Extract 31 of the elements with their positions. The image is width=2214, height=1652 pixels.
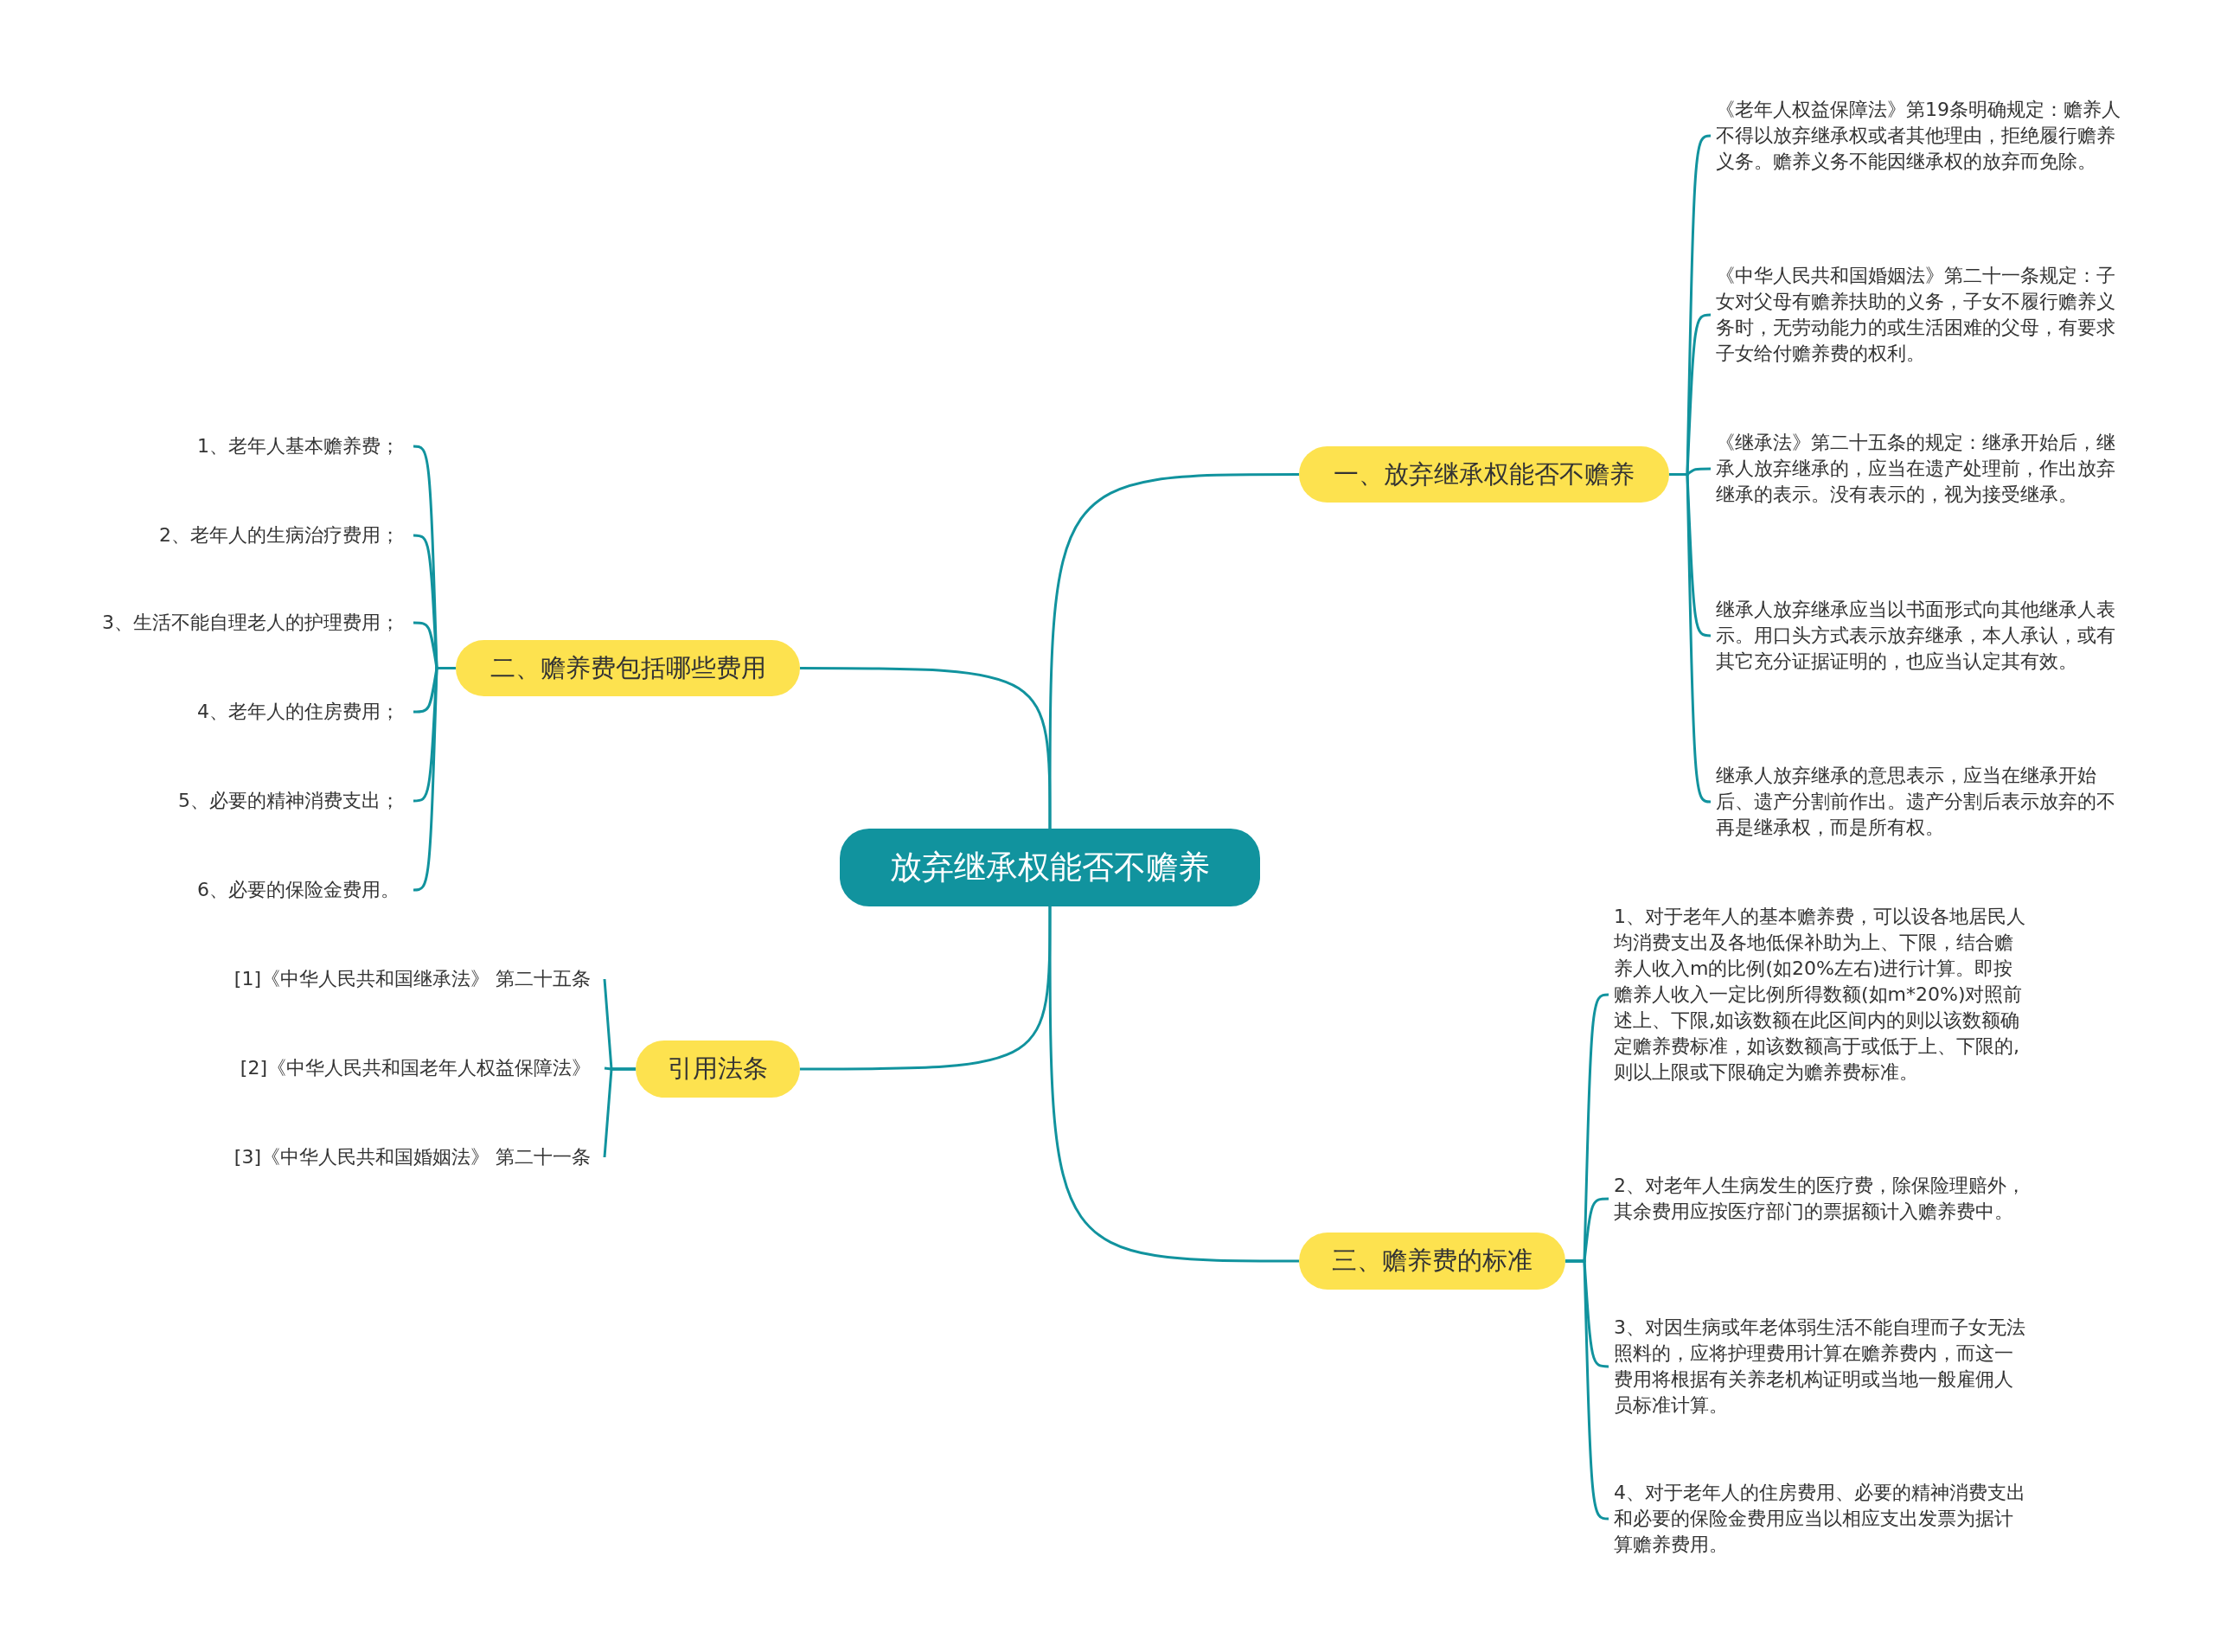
central-topic: 放弃继承权能否不赡养 [840,829,1260,906]
connector-line [1669,473,1712,804]
topic-pill: 引用法条 [636,1041,800,1098]
subtopic-text: 1、对于老年人的基本赡养费，可以设各地居民人均消费支出及各地低保补助为上、下限，结合赡养人收入m的比例(如20%左右)进行计算。即按赡养人收入一定比例所得数额(如m*20%)对照前述上、下限,如该数额在此区间内的则以该数额确定赡养费标准，如该数额高于或低于上、下限的,则以上限或下限确定为赡养费标准。 [1614,904,2029,1085]
topic-pill: 一、放弃继承权能否不赡养 [1299,446,1669,503]
subtopic-text: [1]《中华人民共和国继承法》 第二十五条 [234,966,591,992]
subtopic-text: 1、老年人基本赡养费； [197,433,400,459]
topic-pill: 二、赡养费包括哪些费用 [456,640,800,696]
subtopic-text: 《继承法》第二十五条的规定：继承开始后，继承人放弃继承的，应当在遗产处理前，作出放弃继承的表示。没有表示的，视为接受继承。 [1716,430,2131,508]
subtopic-text: 6、必要的保险金费用。 [197,877,400,903]
connector-line [413,667,456,892]
connector-line [1048,906,1299,1263]
subtopic-text: 《中华人民共和国婚姻法》第二十一条规定：子女对父母有赡养扶助的义务，子女不履行赡养义务时，无劳动能力的或生活困难的父母，有要求子女给付赡养费的权利。 [1716,263,2131,367]
subtopic-text: 2、老年人的生病治疗费用； [159,522,400,548]
subtopic-text: 5、必要的精神消费支出； [178,788,400,814]
subtopic-text: 《老年人权益保障法》第19条明确规定：赡养人不得以放弃继承权或者其他理由，拒绝履行赡养义务。赡养义务不能因继承权的放弃而免除。 [1716,97,2131,175]
connector-line [1565,1259,1609,1521]
subtopic-text: [3]《中华人民共和国婚姻法》 第二十一条 [234,1144,591,1170]
subtopic-text: [2]《中华人民共和国老年人权益保障法》 [240,1055,591,1081]
connector-line [603,1067,636,1158]
subtopic-text: 2、对老年人生病发生的医疗费，除保险理赔外，其余费用应按医疗部门的票据额计入赡养费中。 [1614,1173,2029,1225]
topic-pill: 三、赡养费的标准 [1299,1233,1565,1290]
subtopic-text: 4、对于老年人的住房费用、必要的精神消费支出和必要的保险金费用应当以相应支出发票为据计算赡养费用。 [1614,1480,2029,1558]
subtopic-text: 3、对因生病或年老体弱生活不能自理而子女无法照料的，应将护理费用计算在赡养费内，而这一费用将根据有关养老机构证明或当地一般雇佣人员标准计算。 [1614,1315,2029,1418]
subtopic-text: 继承人放弃继承的意思表示，应当在继承开始后、遗产分割前作出。遗产分割后表示放弃的不再是继承权，而是所有权。 [1716,763,2131,841]
subtopic-text: 4、老年人的住房费用； [197,699,400,725]
connector-line [1048,473,1299,829]
subtopic-text: 继承人放弃继承应当以书面形式向其他继承人表示。用口头方式表示放弃继承，本人承认，或有其它充分证据证明的，也应当认定其有效。 [1716,597,2131,675]
subtopic-text: 3、生活不能自理老人的护理费用； [102,610,400,636]
connector-line [800,667,1052,829]
connector-line [800,906,1052,1071]
